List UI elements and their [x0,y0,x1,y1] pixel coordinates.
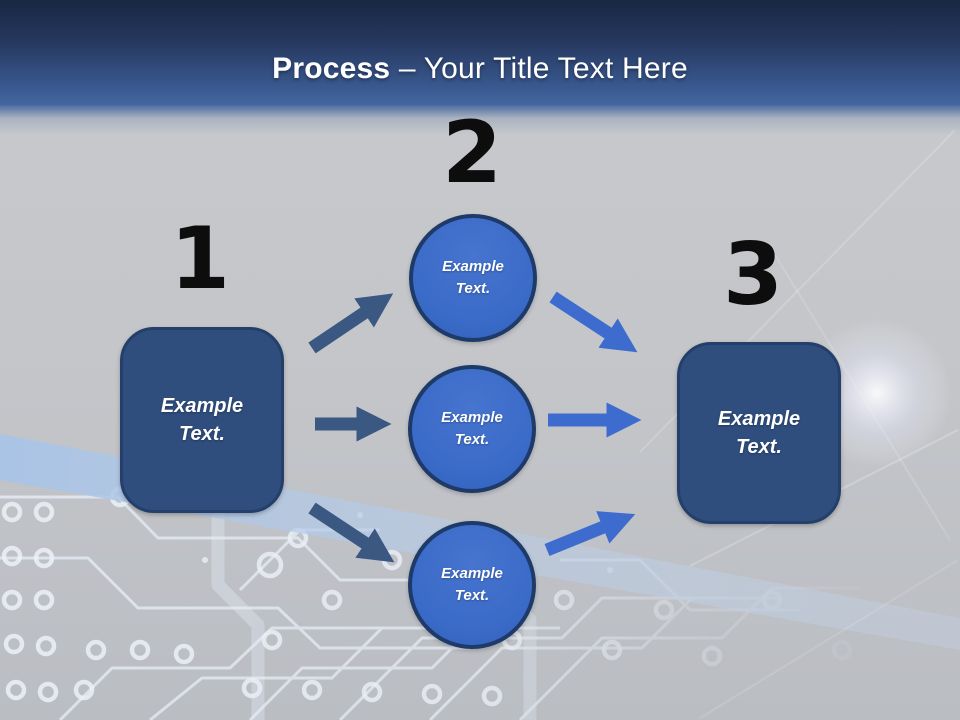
middle-circle-2-label: Example Text. [441,409,503,448]
middle-circle-1: Example Text. [409,214,537,342]
start-node-label: Example Text. [160,395,244,445]
end-node-label: Example Text. [717,408,801,458]
title-keyword: Process [272,52,391,85]
middle-circle-3: Example Text. [408,521,536,649]
middle-circle-2: Example Text. [408,365,536,493]
middle-circle-1-label: Example Text. [442,258,504,297]
title-subtitle: – Your Title Text Here [390,52,688,85]
step-number-1: 1 [170,209,230,309]
step-number-2: 2 [442,103,502,203]
start-node: Example Text. [120,327,284,513]
end-node: Example Text. [677,342,841,524]
header-fade [0,105,960,135]
slide-title: Process – Your Title Text Here [0,52,960,86]
middle-circle-3-label: Example Text. [441,565,503,604]
header-band [0,0,960,105]
step-number-3: 3 [723,225,783,325]
